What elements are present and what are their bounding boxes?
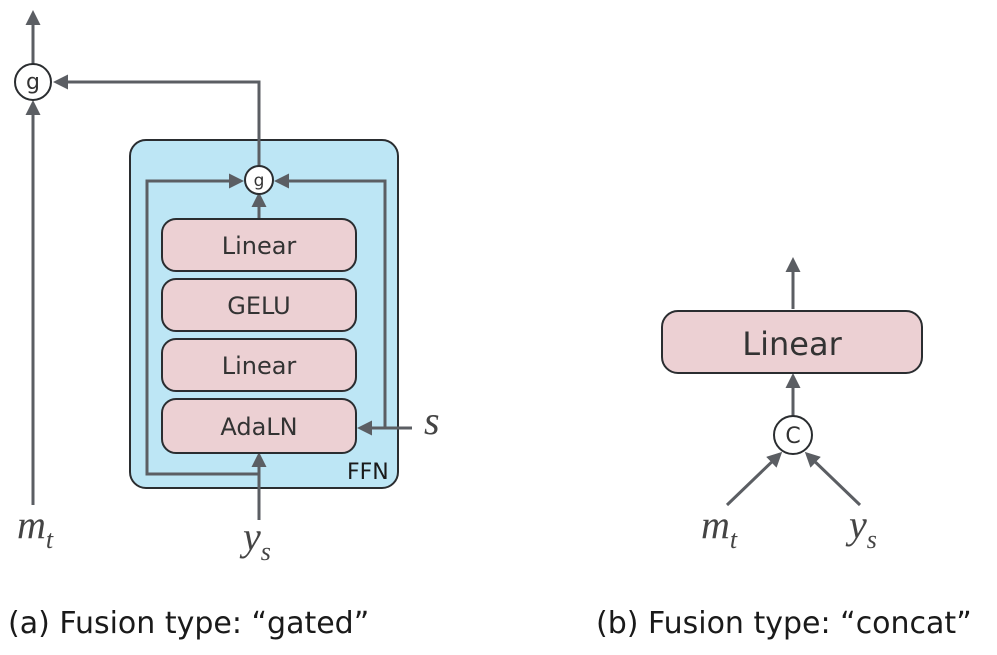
layer-gelu-label: GELU	[227, 292, 291, 320]
left-residual-arrow	[145, 173, 259, 476]
inner-gate-symbol: g	[254, 171, 265, 191]
ffn-label: FFN	[347, 460, 389, 485]
s-label: s	[424, 398, 440, 443]
concat-mt-label: mt	[701, 502, 738, 554]
caption-concat: (b) Fusion type: “concat”	[596, 606, 972, 641]
concat-linear-block	[661, 310, 923, 374]
gated-diagram: FFN Linear GELU Linear AdaLN	[14, 10, 440, 566]
inner-gate-node	[244, 165, 274, 195]
layer-linear-top-label: Linear	[222, 232, 297, 260]
layer-gelu	[161, 278, 357, 332]
concat-symbol: C	[785, 424, 800, 449]
right-residual-arrow	[274, 173, 387, 428]
mt-label: mt	[17, 502, 54, 554]
concat-node	[773, 415, 813, 455]
layer-adaln-label: AdaLN	[220, 413, 297, 441]
concat-mt-arrow	[725, 451, 783, 507]
caption-gated: (a) Fusion type: “gated”	[8, 606, 370, 641]
outer-gate-symbol: g	[26, 70, 40, 95]
concat-diagram: Linear C mt ys	[661, 257, 923, 554]
layer-linear-bottom	[161, 338, 357, 392]
layer-linear-top	[161, 218, 357, 272]
layer-linear-bottom-label: Linear	[222, 352, 297, 380]
layer-adaln	[161, 398, 357, 454]
outer-gate-node	[14, 63, 52, 101]
concat-ys-label: ys	[845, 502, 877, 554]
ys-label: ys	[239, 514, 271, 566]
concat-linear-label: Linear	[742, 325, 842, 363]
inner-to-outer-gate-arrow	[53, 74, 261, 167]
concat-ys-arrow	[804, 451, 862, 507]
